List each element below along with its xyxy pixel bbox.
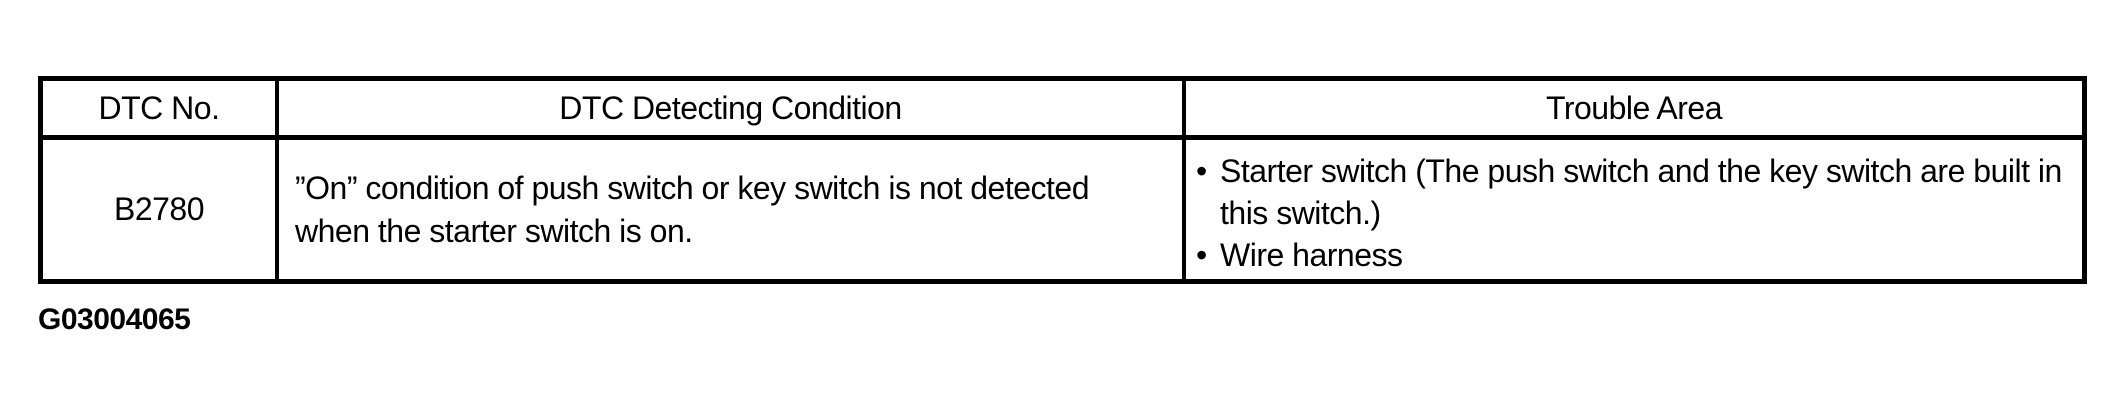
header-label-dtc-no: DTC No. xyxy=(98,89,220,126)
header-cell-detecting-condition: DTC Detecting Condition xyxy=(279,81,1186,140)
trouble-area-item-text: Wire harness xyxy=(1220,237,1403,273)
header-label-trouble-area: Trouble Area xyxy=(1545,89,1723,126)
bullet-icon: • xyxy=(1196,237,1207,273)
header-cell-trouble-area: Trouble Area xyxy=(1186,81,2082,140)
trouble-area-item: • Starter switch (The push switch and th… xyxy=(1196,150,2076,234)
figure-id: G03004065 xyxy=(38,303,191,336)
header-label-detecting-condition: DTC Detecting Condition xyxy=(559,89,902,126)
detecting-condition-text: ”On” condition of push switch or key swi… xyxy=(295,169,1090,249)
bullet-icon: • xyxy=(1196,153,1207,189)
cell-detecting-condition: ”On” condition of push switch or key swi… xyxy=(279,140,1186,279)
trouble-area-item-text: Starter switch (The push switch and the … xyxy=(1220,153,2062,231)
trouble-area-item: • Wire harness xyxy=(1196,234,2076,276)
header-cell-dtc-no: DTC No. xyxy=(43,81,279,140)
cell-trouble-area: • Starter switch (The push switch and th… xyxy=(1186,140,2082,279)
cell-dtc-no: B2780 xyxy=(43,140,279,279)
dtc-table: DTC No. DTC Detecting Condition Trouble … xyxy=(38,76,2087,284)
dtc-number: B2780 xyxy=(113,191,205,227)
